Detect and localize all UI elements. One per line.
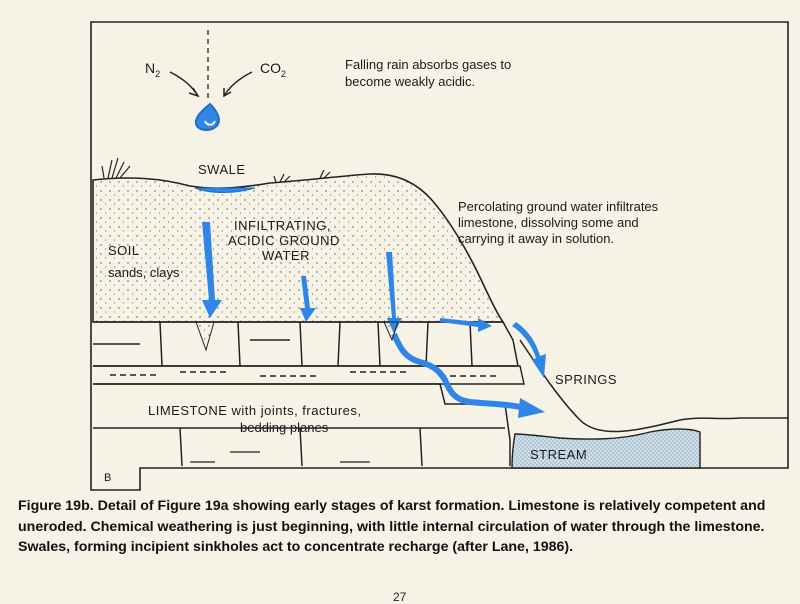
infiltrating-label-line2: ACIDIC GROUND [228, 233, 340, 248]
limestone-label-line1: LIMESTONE with joints, fractures, [148, 403, 362, 418]
panel-letter: B [104, 472, 112, 484]
infiltrating-label-line1: INFILTRATING, [234, 218, 332, 233]
percolating-note-line2: limestone, dissolving some and [458, 215, 639, 230]
stream-label: STREAM [530, 447, 588, 462]
swale [194, 187, 256, 193]
figure-caption: Figure 19b. Detail of Figure 19a showing… [18, 498, 766, 555]
n2-label: N2 [145, 60, 161, 79]
conduit-arrowhead [518, 398, 545, 418]
rain-note-line1: Falling rain absorbs gases to [345, 57, 512, 72]
gas-arrows [169, 71, 253, 98]
grass-tufts [101, 157, 331, 183]
soil-label: SOIL [108, 243, 140, 258]
limestone-label-line2: bedding planes [240, 420, 329, 435]
swale-label: SWALE [198, 162, 246, 177]
hillside-right [519, 339, 788, 433]
infiltration-arrow-2 [300, 276, 316, 322]
limestone-upper-blocks [93, 321, 519, 367]
co2-label: CO2 [260, 60, 287, 79]
percolation-arrows [440, 318, 492, 332]
diagram-svg [90, 21, 789, 491]
percolating-note-line1: Percolating ground water infiltrates [458, 199, 659, 214]
soil-sublabel: sands, clays [108, 265, 180, 280]
solution-fissures [195, 321, 399, 352]
stream-channel [511, 428, 701, 469]
infiltration-arrow-3 [386, 252, 402, 334]
percolating-note-line3: carrying it away in solution. [458, 231, 615, 246]
springs-arrow [512, 322, 546, 378]
raindrop-icon [194, 102, 220, 131]
rain-note-line2: become weakly acidic. [345, 74, 476, 89]
dissolution-conduit [391, 332, 526, 411]
infiltration-arrow-1 [202, 222, 222, 318]
karst-diagram: N2 CO2 Falling rain absorbs gases to bec… [90, 21, 789, 491]
figure-border [90, 21, 789, 491]
soil-layer [92, 173, 505, 323]
bedding-plane-band [93, 365, 525, 385]
infiltration-arrows [202, 222, 402, 334]
page-number: 27 [393, 590, 407, 604]
infiltrating-label-line3: WATER [262, 248, 310, 263]
springs-label: SPRINGS [555, 372, 618, 387]
